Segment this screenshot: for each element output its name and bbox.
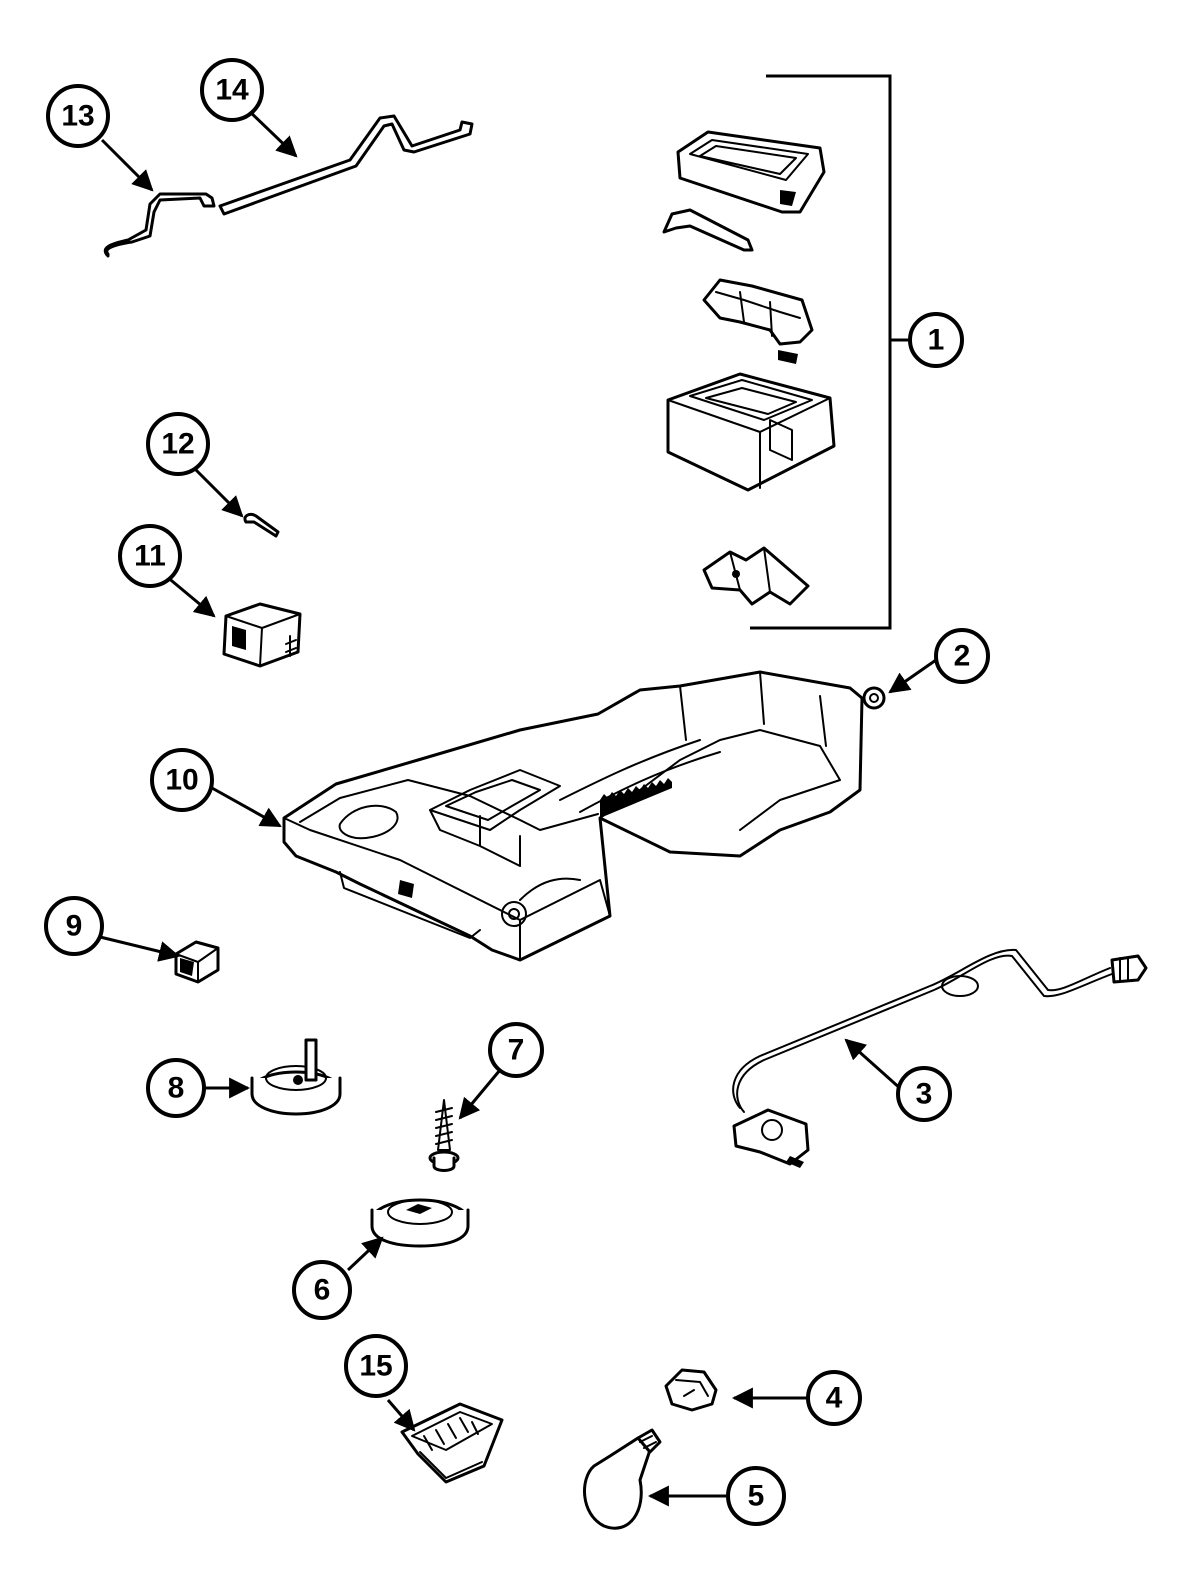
part-1-component-tray <box>676 130 826 214</box>
svg-text:12: 12 <box>161 428 194 461</box>
part-13-rod <box>103 192 216 258</box>
svg-text:5: 5 <box>748 1480 765 1513</box>
part-12-pin <box>243 512 280 538</box>
svg-text:11: 11 <box>134 540 166 573</box>
callout-8: 8 <box>146 1058 206 1118</box>
part-3-wire-harness <box>732 948 1148 1168</box>
part-14-rod <box>218 114 474 216</box>
callout-6: 6 <box>292 1260 352 1320</box>
part-1-bracket-line <box>750 74 908 630</box>
part-5-bulb <box>583 1428 662 1530</box>
part-1-component-housing-box <box>666 372 836 492</box>
svg-text:6: 6 <box>314 1274 331 1307</box>
part-4-socket <box>664 1368 718 1412</box>
callout-11: 11 <box>118 524 182 588</box>
part-7-screw <box>428 1099 460 1172</box>
svg-text:7: 7 <box>508 1034 525 1067</box>
part-1-component-lever <box>662 208 754 252</box>
callout-14: 14 <box>200 58 264 122</box>
callout-7: 7 <box>488 1022 544 1078</box>
callout-10: 10 <box>150 748 214 812</box>
svg-text:15: 15 <box>359 1350 392 1383</box>
part-15-basket <box>400 1402 504 1484</box>
svg-text:4: 4 <box>826 1382 843 1415</box>
part-6-wheel <box>370 1198 470 1248</box>
callout-5: 5 <box>726 1466 786 1526</box>
svg-text:1: 1 <box>928 324 945 357</box>
svg-text:8: 8 <box>168 1072 185 1105</box>
part-2-nut <box>862 686 886 710</box>
svg-text:3: 3 <box>916 1078 933 1111</box>
callout-4: 4 <box>806 1370 862 1426</box>
callout-1: 1 <box>908 312 964 368</box>
part-1-component-bracket <box>702 278 814 364</box>
callout-2: 2 <box>934 628 990 684</box>
svg-text:2: 2 <box>954 640 971 673</box>
callout-15: 15 <box>344 1334 408 1398</box>
svg-text:10: 10 <box>165 764 198 797</box>
svg-text:13: 13 <box>61 100 94 133</box>
part-8-wheel <box>250 1038 342 1116</box>
callout-13: 13 <box>46 84 110 148</box>
leader-lines <box>95 106 937 1507</box>
svg-text:9: 9 <box>66 910 83 943</box>
part-11-motor <box>222 602 302 668</box>
part-10-housing <box>282 670 864 962</box>
callout-9: 9 <box>44 896 104 956</box>
part-1-component-flap <box>702 546 810 606</box>
callout-12: 12 <box>146 412 210 476</box>
part-9-switch <box>174 940 220 984</box>
callout-3: 3 <box>896 1066 952 1122</box>
svg-text:14: 14 <box>215 74 249 107</box>
